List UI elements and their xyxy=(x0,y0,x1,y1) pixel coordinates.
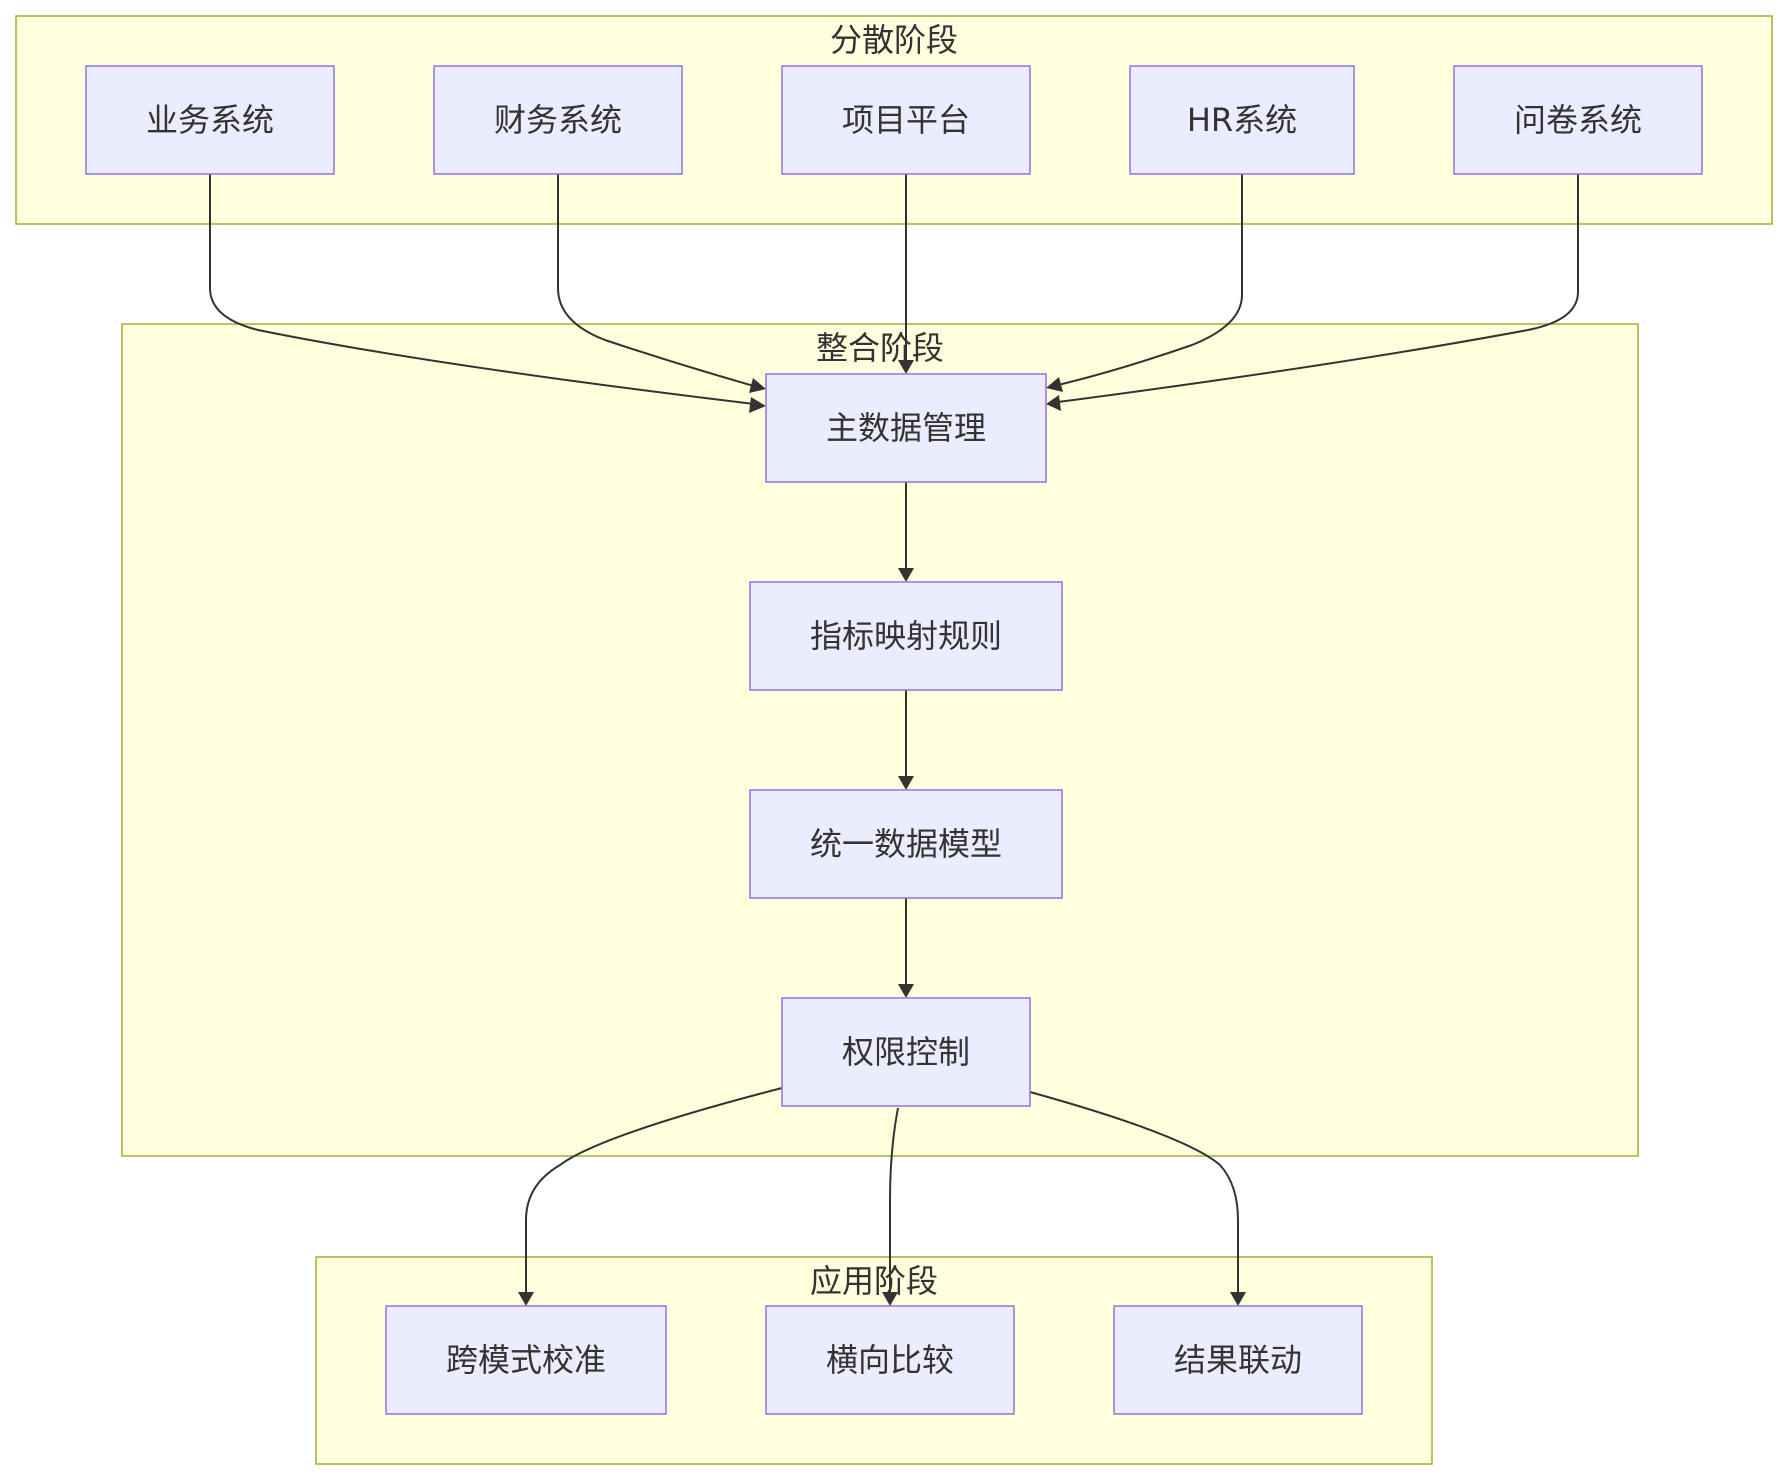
arrow-business-to-mdm xyxy=(749,397,766,413)
node-business-label: 业务系统 xyxy=(146,101,274,139)
edges xyxy=(209,174,1579,1306)
arrow-permission-to-calibration xyxy=(518,1292,534,1306)
node-finance-label: 财务系统 xyxy=(494,101,622,139)
node-project-label: 项目平台 xyxy=(842,101,970,139)
arrow-mdm-to-mapping xyxy=(898,568,914,582)
edge-permission-to-comparison xyxy=(889,1107,899,1294)
node-survey[interactable]: 问卷系统 xyxy=(1453,65,1703,175)
node-mapping-label: 指标映射规则 xyxy=(810,617,1002,655)
edge-permission-to-linkage xyxy=(1029,1091,1239,1294)
node-permission[interactable]: 权限控制 xyxy=(781,997,1031,1107)
node-linkage[interactable]: 结果联动 xyxy=(1113,1305,1363,1415)
arrow-survey-to-mdm xyxy=(1046,395,1061,411)
arrow-model-to-permission xyxy=(898,984,914,998)
cluster-dispersed-label: 分散阶段 xyxy=(830,21,958,59)
node-finance[interactable]: 财务系统 xyxy=(433,65,683,175)
node-model[interactable]: 统一数据模型 xyxy=(749,789,1063,899)
node-mapping[interactable]: 指标映射规则 xyxy=(749,581,1063,691)
node-comparison-label: 横向比较 xyxy=(826,1341,954,1379)
node-mdm-label: 主数据管理 xyxy=(826,409,986,447)
edge-survey-to-mdm xyxy=(1057,174,1579,403)
node-comparison[interactable]: 横向比较 xyxy=(765,1305,1015,1415)
arrow-mapping-to-model xyxy=(898,776,914,790)
node-project[interactable]: 项目平台 xyxy=(781,65,1031,175)
node-permission-label: 权限控制 xyxy=(842,1033,970,1071)
arrow-finance-to-mdm xyxy=(749,378,766,393)
cluster-integration-label: 整合阶段 xyxy=(816,329,944,367)
edge-hr-to-mdm xyxy=(1057,174,1243,386)
cluster-application-label: 应用阶段 xyxy=(810,1262,938,1300)
edge-business-to-mdm xyxy=(209,174,755,405)
node-mdm[interactable]: 主数据管理 xyxy=(765,373,1047,483)
node-hr-label: HR系统 xyxy=(1187,101,1297,139)
edge-permission-to-calibration xyxy=(525,1087,783,1294)
node-survey-label: 问卷系统 xyxy=(1514,101,1642,139)
arrow-permission-to-comparison xyxy=(882,1292,898,1306)
arrow-project-to-mdm xyxy=(898,360,914,374)
node-linkage-label: 结果联动 xyxy=(1174,1341,1302,1379)
node-business[interactable]: 业务系统 xyxy=(85,65,335,175)
node-calibration-label: 跨模式校准 xyxy=(446,1341,606,1379)
edge-finance-to-mdm xyxy=(557,174,755,387)
arrow-hr-to-mdm xyxy=(1046,377,1063,392)
node-hr[interactable]: HR系统 xyxy=(1129,65,1355,175)
arrow-permission-to-linkage xyxy=(1230,1292,1246,1306)
node-calibration[interactable]: 跨模式校准 xyxy=(385,1305,667,1415)
node-model-label: 统一数据模型 xyxy=(810,825,1002,863)
